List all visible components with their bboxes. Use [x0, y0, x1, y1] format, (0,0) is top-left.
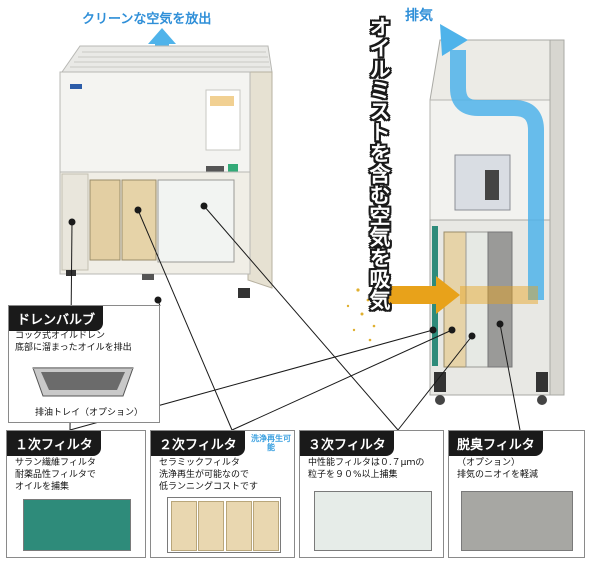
- right-machine: [340, 0, 591, 420]
- filter-1-swatch: [23, 499, 131, 551]
- filter-1-line3: オイルを捕集: [15, 482, 70, 492]
- clean-air-label: クリーンな空気を放出: [82, 12, 212, 27]
- filter-panel-4: 脱臭フィルタ （オプション） 排気のニオイを軽減: [448, 430, 585, 558]
- intake-label: オイルミストを含む空気を吸気: [367, 16, 391, 310]
- side-unit-illustration: [346, 24, 565, 405]
- filter-4-line1: （オプション）: [457, 458, 521, 468]
- filter-2-line3: 低ランニングコストです: [159, 482, 259, 492]
- exhaust-label: 排気: [405, 8, 433, 24]
- exhaust-flow-arrow: [450, 50, 544, 300]
- filter-2-swatch: [167, 497, 281, 553]
- filter-2-badge: 洗浄再生可能: [251, 434, 291, 452]
- filter-3-line2: 粒子を９０%以上捕集: [308, 470, 398, 480]
- drain-tray-label: 排油トレイ（オプション）: [35, 408, 144, 418]
- filter-1-title: １次フィルタ: [7, 431, 101, 456]
- filter-panel-1: １次フィルタ サラン繊維フィルタ 耐薬品性フィルタで オイルを捕集: [6, 430, 146, 558]
- drain-valve-title: ドレンバルブ: [9, 306, 104, 331]
- filter-1-line1: サラン繊維フィルタ: [15, 458, 96, 468]
- left-machine: [0, 0, 300, 300]
- filter-panel-3: ３次フィルタ 中性能フィルタは０.７μｍの 粒子を９０%以上捕集: [299, 430, 444, 558]
- intake-arrow-head: [436, 276, 460, 314]
- drain-desc-line2: 底部に溜まったオイルを排出: [15, 343, 132, 353]
- filter-2-line2: 洗浄再生が可能なので: [159, 470, 250, 480]
- filter-3-swatch: [314, 491, 432, 551]
- front-unit-illustration: [59, 28, 273, 298]
- drain-valve-panel: ドレンバルブ コック式オイルドレン 底部に溜まったオイルを排出 排油トレイ（オプ…: [8, 305, 160, 423]
- filter-4-title: 脱臭フィルタ: [449, 431, 543, 456]
- filter-2-title: ２次フィルタ: [151, 431, 245, 456]
- filter-2-line1: セラミックフィルタ: [159, 458, 240, 468]
- drain-desc-line1: コック式オイルドレン: [15, 331, 106, 341]
- oil-tray-image: [32, 367, 134, 397]
- filter-4-swatch: [461, 491, 573, 551]
- filter-panel-2: ２次フィルタ 洗浄再生可能 セラミックフィルタ 洗浄再生が可能なので 低ランニン…: [150, 430, 295, 558]
- filter-4-line2: 排気のニオイを軽減: [457, 470, 539, 480]
- filter-3-title: ３次フィルタ: [300, 431, 394, 456]
- filter-1-line2: 耐薬品性フィルタで: [15, 470, 96, 480]
- filter-3-line1: 中性能フィルタは０.７μｍの: [308, 458, 425, 468]
